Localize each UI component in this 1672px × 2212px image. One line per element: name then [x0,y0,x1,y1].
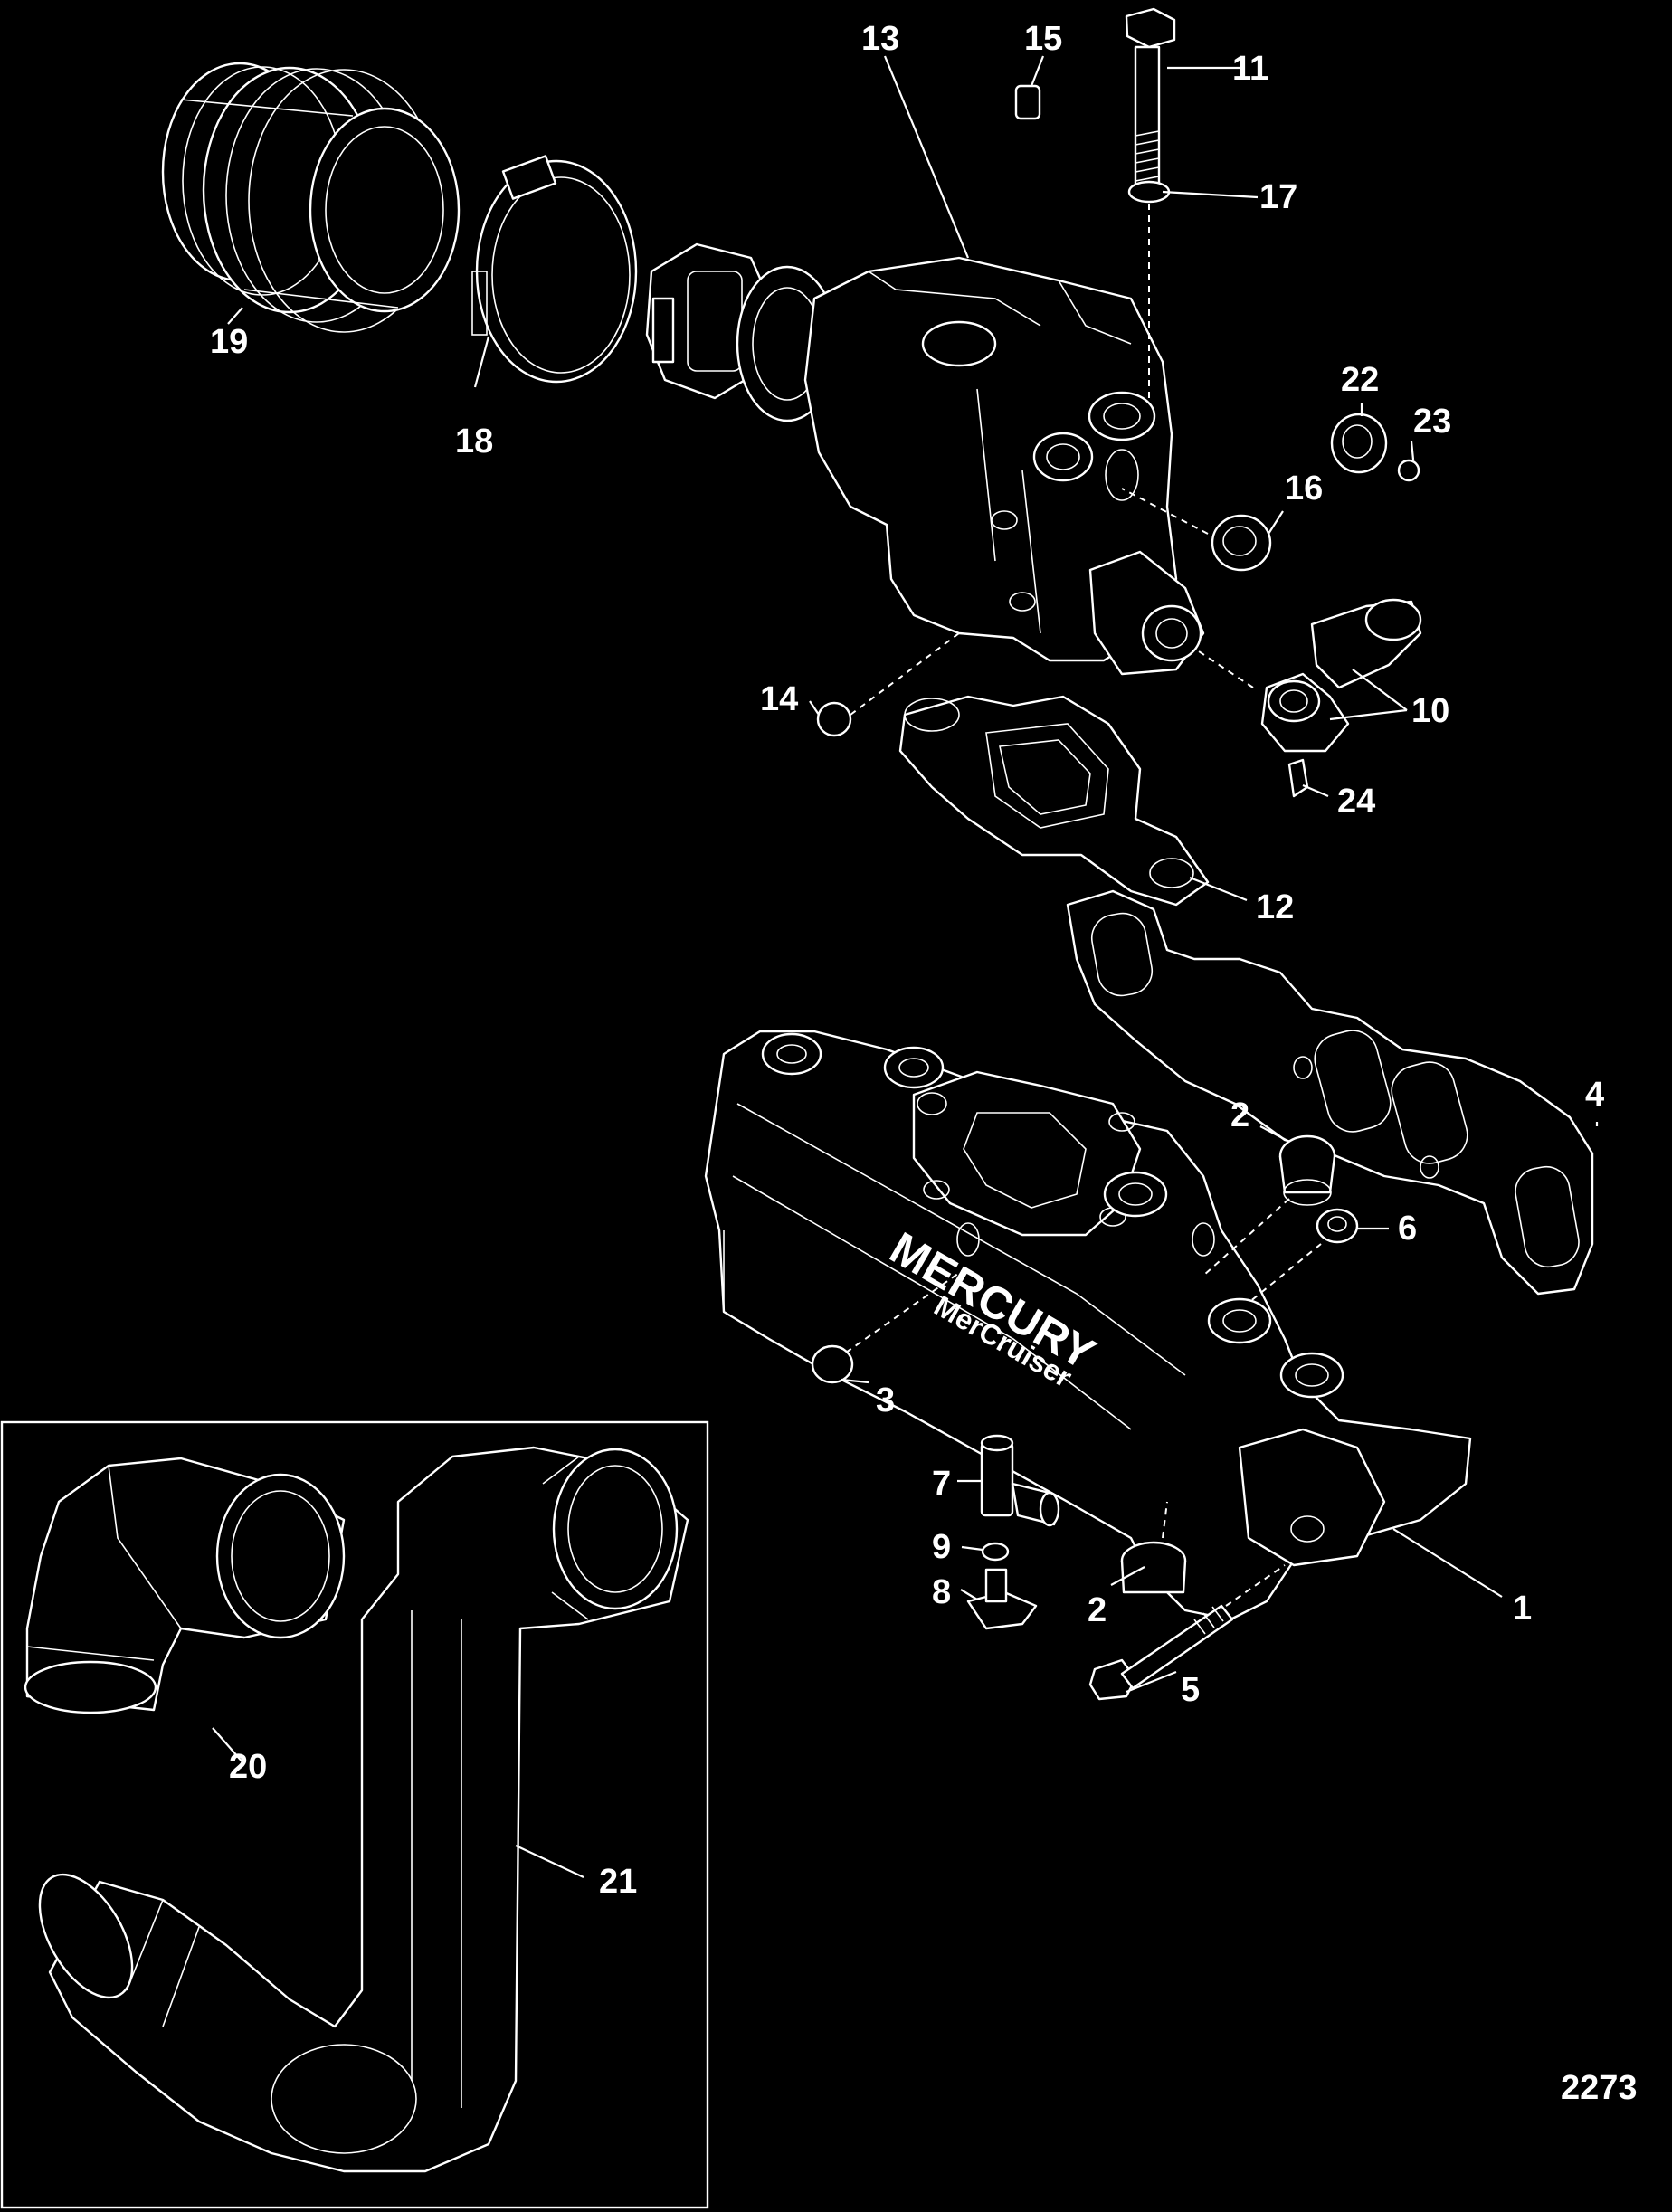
callout-15: 15 [1024,20,1062,58]
part-16-plug [1211,514,1272,572]
callout-9: 9 [932,1528,951,1566]
part-23-plug [1397,459,1420,482]
callout-7: 7 [932,1465,951,1503]
part-24-clip [1287,758,1309,798]
callout-14: 14 [760,680,798,718]
part-21-j-hose [38,1446,689,2173]
drawing-number: 2273 [1561,2069,1638,2107]
part-2-cup-plug-lower [1120,1541,1187,1594]
callout-18: 18 [455,422,493,460]
part-8-fitting [966,1568,1038,1630]
callout-4: 4 [1585,1076,1604,1114]
part-7-fitting [980,1434,1060,1527]
part-5-bolt [1088,1604,1234,1701]
part-19-bellows [161,62,461,333]
part-2-cup-plug-upper [1278,1134,1336,1206]
part-11-bolt [1125,7,1176,198]
part-4-gasket [1066,889,1594,1296]
callout-16: 16 [1285,470,1323,508]
leader-lines [212,55,1599,1878]
callout-23: 23 [1413,403,1451,441]
callout-10: 10 [1411,692,1449,730]
part-6-plug [1316,1208,1359,1244]
callout-12: 12 [1256,888,1294,926]
callout-13: 13 [861,20,899,58]
callout-20: 20 [229,1748,267,1786]
part-9-o-ring [981,1542,1010,1562]
callout-17: 17 [1259,178,1297,216]
callout-8: 8 [932,1573,951,1611]
part-22-plug [1330,413,1388,474]
part-15-plug [1014,84,1041,120]
callout-3: 3 [876,1381,895,1419]
inset-box [0,1420,709,2209]
callout-24: 24 [1337,783,1375,821]
callout-19: 19 [210,323,248,361]
part-1-exhaust-manifold: MERCURY MerCruiser [704,1030,1472,1621]
part-14-plug [816,701,852,737]
part-13-exhaust-elbow [645,242,1205,676]
callout-11: 11 [1232,50,1268,88]
part-10-fittings [1260,598,1422,753]
callout-6: 6 [1398,1210,1417,1248]
callout-22: 22 [1341,361,1379,399]
callout-21: 21 [599,1863,637,1901]
part-20-elbow-hose [24,1457,346,1714]
part-12-gasket [898,695,1210,907]
callout-5: 5 [1181,1671,1200,1709]
callout-labels: 13 15 11 17 19 18 22 23 16 10 14 24 12 4… [210,20,1604,1901]
callout-2-lower: 2 [1088,1591,1107,1629]
callout-1: 1 [1513,1590,1532,1628]
part-18-clamp [471,155,638,384]
callout-2-upper: 2 [1230,1097,1249,1134]
part-3-plug [811,1344,854,1384]
